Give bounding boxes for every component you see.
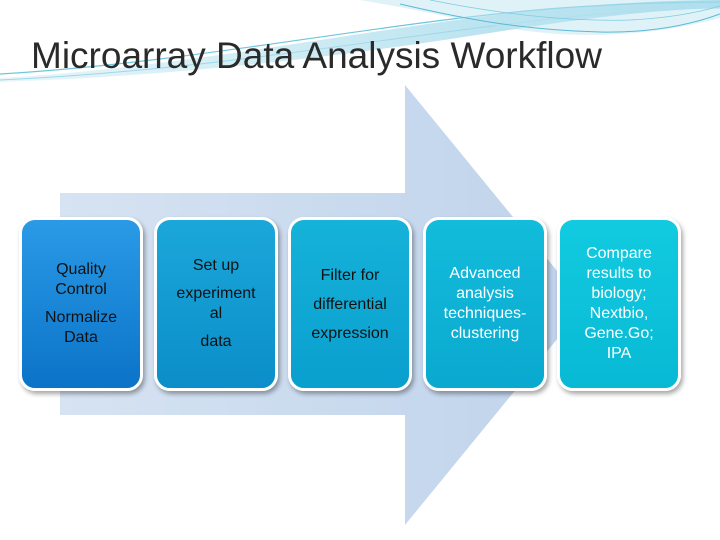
step-3-line-2: differential bbox=[313, 290, 387, 319]
step-3-line-1: Filter for bbox=[321, 261, 380, 290]
step-5-line-2: results to bbox=[587, 264, 652, 284]
step-filter-differential-expression: Filter for differential expression bbox=[288, 217, 412, 391]
step-1-line-1: Quality bbox=[56, 260, 106, 280]
step-3-line-3: expression bbox=[311, 319, 388, 348]
step-set-up-experimental-data: Set up experiment al data bbox=[154, 217, 278, 391]
step-5-line-6: IPA bbox=[607, 344, 632, 364]
step-advanced-analysis: Advanced analysis techniques- clustering bbox=[423, 217, 547, 391]
step-1-line-4: Data bbox=[64, 328, 98, 348]
step-4-line-4: clustering bbox=[451, 324, 519, 344]
step-quality-control-normalize: Quality Control Normalize Data bbox=[19, 217, 143, 391]
step-4-line-3: techniques- bbox=[444, 304, 527, 324]
step-5-line-3: biology; bbox=[591, 284, 646, 304]
step-1-line-3: Normalize bbox=[45, 308, 117, 328]
step-5-line-5: Gene.Go; bbox=[584, 324, 653, 344]
step-2-line-2: experiment bbox=[176, 284, 255, 304]
step-4-line-1: Advanced bbox=[449, 264, 520, 284]
step-5-line-4: Nextbio, bbox=[590, 304, 649, 324]
step-2-line-3: al bbox=[210, 304, 222, 324]
step-4-line-2: analysis bbox=[456, 284, 514, 304]
step-1-line-2: Control bbox=[55, 280, 107, 300]
step-5-line-1: Compare bbox=[586, 244, 652, 264]
step-2-line-1: Set up bbox=[193, 256, 239, 276]
step-2-line-4: data bbox=[200, 332, 231, 352]
step-compare-results-biology: Compare results to biology; Nextbio, Gen… bbox=[557, 217, 681, 391]
